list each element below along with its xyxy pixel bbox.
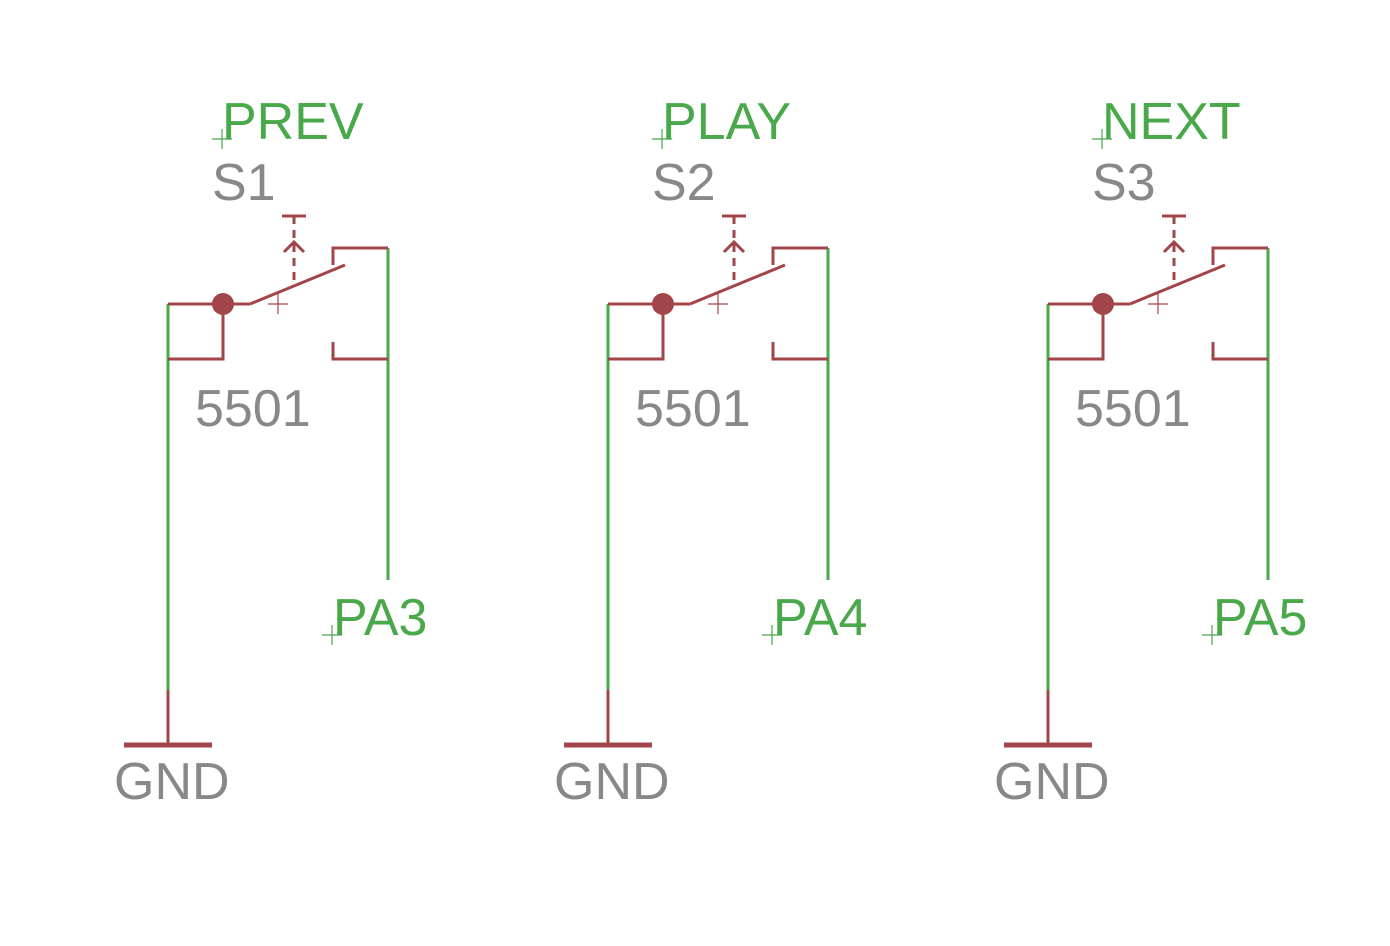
gnd-label-s1: GND <box>114 753 230 811</box>
net-label-s2: PLAY <box>662 93 791 151</box>
switch-body-left-s3 <box>1048 302 1130 361</box>
switch-contact-top-s1 <box>331 246 388 265</box>
origin-cross-out-s2 <box>762 625 782 645</box>
switch-lever-s1 <box>249 263 346 306</box>
gnd-label-s2: GND <box>554 753 670 811</box>
part-label-s1: 5501 <box>195 380 311 438</box>
ref-label-s1: S1 <box>212 154 276 212</box>
switch-group-s1: PREV S1 5501 PA3 GND <box>114 93 427 811</box>
switch-actuator-cap-s3 <box>1162 214 1186 254</box>
ref-label-s2: S2 <box>652 154 716 212</box>
switch-lever-s3 <box>1129 263 1226 306</box>
switch-contact-top-s3 <box>1211 246 1268 265</box>
origin-cross-s2 <box>708 294 728 314</box>
origin-cross-label-s3 <box>1092 129 1112 149</box>
net-label-s1: PREV <box>222 93 364 151</box>
switch-contact-bottom-s1 <box>331 342 388 361</box>
origin-cross-s1 <box>268 294 288 314</box>
switch-body-left-s2 <box>608 302 690 361</box>
switch-pivot-s3 <box>1092 293 1114 315</box>
origin-cross-label-s2 <box>652 129 672 149</box>
switch-contact-bottom-s3 <box>1211 342 1268 361</box>
switch-contact-bottom-s2 <box>771 342 828 361</box>
switch-lever-s2 <box>689 263 786 306</box>
origin-cross-out-s1 <box>322 625 342 645</box>
switch-pivot-s1 <box>212 293 234 315</box>
gnd-label-s3: GND <box>994 753 1110 811</box>
switch-actuator-cap-s1 <box>282 214 306 254</box>
net-label-s3: NEXT <box>1102 93 1241 151</box>
switch-actuator-cap-s2 <box>722 214 746 254</box>
switch-contact-top-s2 <box>771 246 828 265</box>
part-label-s3: 5501 <box>1075 380 1191 438</box>
output-net-s2: PA4 <box>773 589 867 647</box>
origin-cross-label-s1 <box>212 129 232 149</box>
origin-cross-out-s3 <box>1202 625 1222 645</box>
switch-body-left-s1 <box>168 302 250 361</box>
output-net-s3: PA5 <box>1213 589 1307 647</box>
switch-pivot-s2 <box>652 293 674 315</box>
output-net-s1: PA3 <box>333 589 427 647</box>
ref-label-s3: S3 <box>1092 154 1156 212</box>
origin-cross-s3 <box>1148 294 1168 314</box>
switch-group-s2: PLAY S2 5501 PA4 GND <box>554 93 867 811</box>
switch-group-s3: NEXT S3 5501 PA5 GND <box>994 93 1307 811</box>
part-label-s2: 5501 <box>635 380 751 438</box>
